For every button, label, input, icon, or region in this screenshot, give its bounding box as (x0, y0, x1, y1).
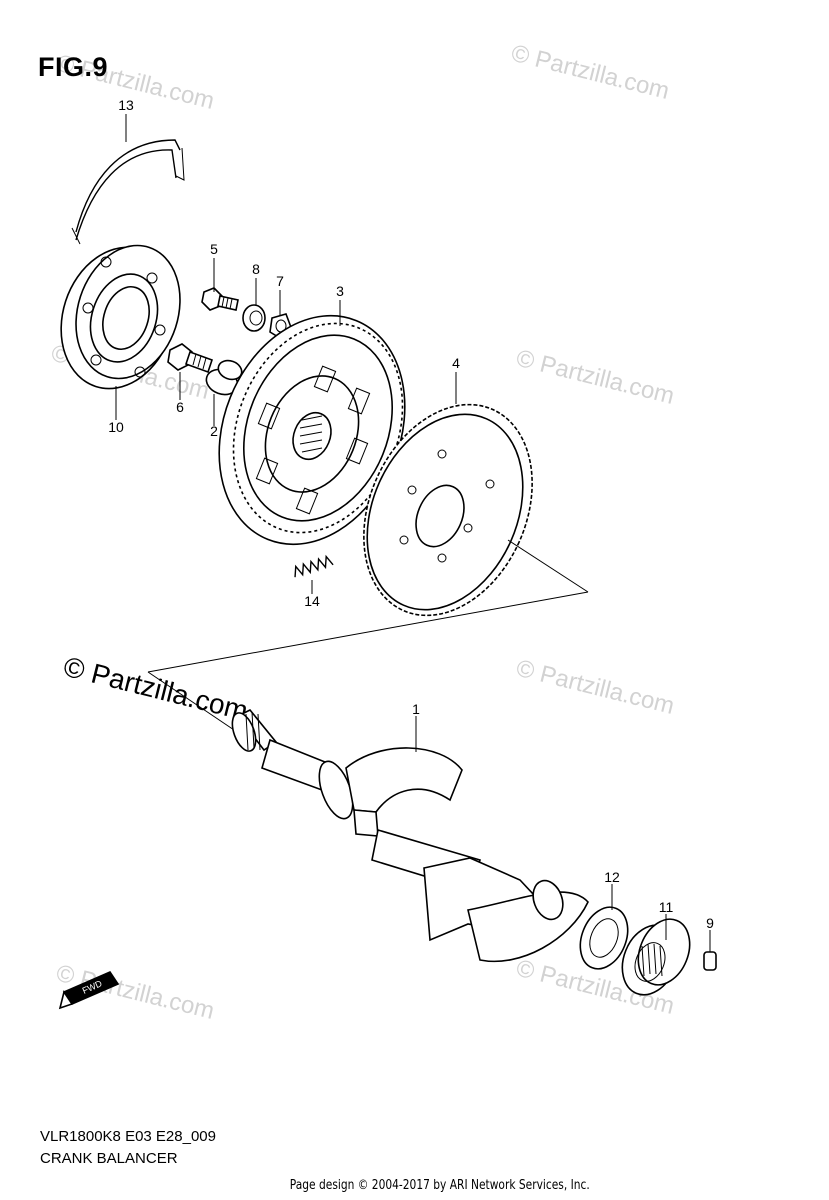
callout-7: 7 (276, 273, 284, 289)
watermark-text-prominent: © Partzilla.com (61, 651, 252, 727)
watermark-layer: © Partzilla.com © Partzilla.com © Partzi… (49, 40, 677, 1025)
callout-5: 5 (210, 241, 218, 257)
callout-12: 12 (604, 869, 620, 885)
part-8-washer (242, 304, 266, 332)
part-6-bolt (167, 343, 214, 374)
page-footer: Page design © 2004-2017 by ARI Network S… (289, 1178, 590, 1193)
callout-6: 6 (176, 399, 184, 415)
forward-direction-marker: FWD (58, 970, 120, 1010)
part-9-dowel-pin (703, 951, 717, 971)
watermark-text: © Partzilla.com (514, 345, 677, 410)
part-2-spacer (205, 359, 243, 396)
callout-2: 2 (210, 423, 218, 439)
assembly-guide-lines (147, 539, 589, 735)
watermark-text: © Partzilla.com (514, 655, 677, 720)
callout-8: 8 (252, 261, 260, 277)
part-10-bearing (60, 244, 181, 390)
model-code: VLR1800K8 E03 E28_009 (40, 1128, 216, 1145)
callout-9: 9 (706, 915, 714, 931)
section-title: CRANK BALANCER (40, 1150, 178, 1167)
callout-13: 13 (118, 97, 134, 113)
callout-11: 11 (659, 899, 674, 915)
callout-3: 3 (336, 283, 344, 299)
part-13-circlip (71, 139, 185, 245)
callout-1: 1 (412, 701, 420, 717)
callout-leaders (115, 114, 711, 952)
callout-4: 4 (452, 355, 460, 371)
part-14-spring (294, 554, 334, 578)
part-12-thrust-washer (579, 906, 629, 970)
callout-14: 14 (304, 593, 320, 609)
part-11-needle-bearing (621, 918, 691, 996)
figure-title: FIG.9 (38, 52, 109, 82)
part-3-gear (218, 314, 406, 546)
callout-labels: 13 5 8 7 3 4 6 2 10 14 1 12 11 9 (108, 97, 714, 931)
callout-10: 10 (108, 419, 124, 435)
part-5-bolt (201, 287, 239, 311)
watermark-text: © Partzilla.com (509, 40, 672, 105)
part-1-crankshaft (231, 708, 589, 963)
part-4-gear-plate (363, 403, 533, 617)
